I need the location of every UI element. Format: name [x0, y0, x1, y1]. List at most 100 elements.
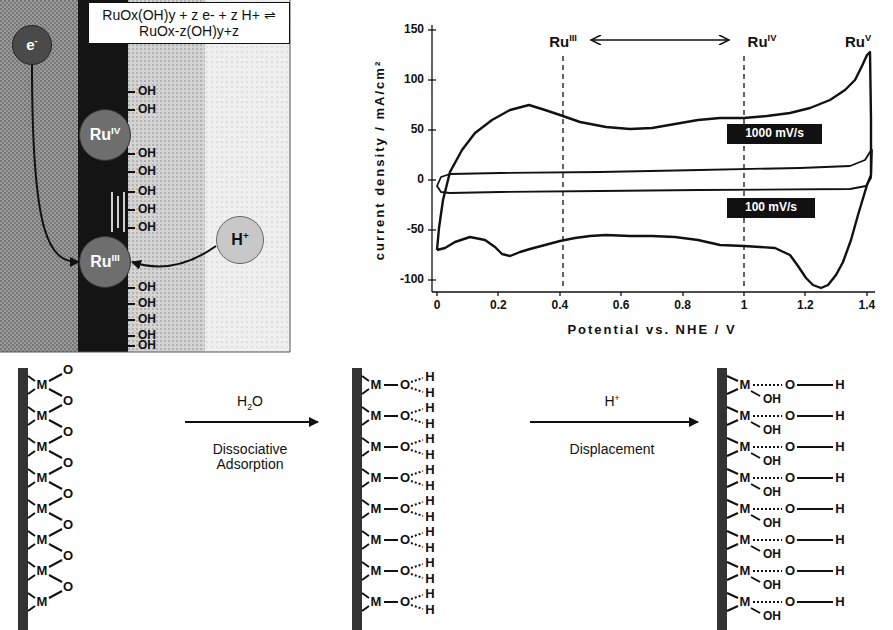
- axis-tick-label: 1.2: [797, 299, 814, 312]
- reaction-arrow: [530, 421, 698, 423]
- atom-label: O: [785, 471, 795, 485]
- atom-label: O: [63, 455, 73, 469]
- transfer-arrow: [32, 65, 79, 262]
- bond-line: [753, 601, 782, 603]
- reaction-arrow: [185, 421, 318, 423]
- bond-line: [49, 467, 62, 474]
- axis-tick-label: 0: [434, 299, 441, 312]
- species-circle: RuIV: [79, 109, 131, 161]
- bond-line: [727, 407, 738, 412]
- bond-line: [411, 605, 423, 609]
- bond-line: [28, 389, 35, 394]
- atom-label: M: [740, 409, 751, 423]
- bond-line: [411, 512, 423, 516]
- atom-label: H: [425, 541, 434, 555]
- bond-line: [411, 533, 423, 537]
- atom-label: H: [835, 409, 844, 423]
- atom-label: OH: [138, 339, 156, 352]
- axis-tick-label: 0: [417, 173, 424, 186]
- bond-line: [28, 407, 35, 412]
- charge-strokes: [112, 192, 124, 232]
- atom-label: O: [63, 424, 73, 438]
- atom-label: OH: [138, 165, 156, 178]
- bond-line: [384, 570, 398, 572]
- atom-label: O: [63, 362, 73, 376]
- axis-tick-label: 100: [404, 73, 424, 86]
- atom-label: H: [425, 510, 434, 524]
- bond-line: [411, 574, 423, 578]
- atom-label: O: [63, 579, 73, 593]
- atom-label: OH: [763, 579, 781, 592]
- axis-tick-label: -50: [407, 223, 424, 236]
- bond-line: [128, 153, 135, 155]
- rate-label-box: 100 mV/s: [727, 198, 815, 218]
- atom-label: O: [400, 533, 410, 547]
- atom-label: M: [371, 564, 382, 578]
- bond-line: [28, 562, 35, 567]
- bond-line: [28, 513, 35, 518]
- atom-label: H: [425, 370, 434, 384]
- bond-line: [797, 539, 833, 541]
- bond-line: [362, 407, 369, 412]
- bond-line: [727, 389, 738, 394]
- bond-line: [28, 482, 35, 487]
- bond-line: [28, 469, 35, 474]
- bond-line: [28, 606, 35, 611]
- bond-line: [28, 376, 35, 381]
- atom-label: OH: [763, 517, 781, 530]
- atom-label: M: [37, 409, 48, 423]
- atom-label: OH: [138, 313, 156, 326]
- atom-label: H: [835, 595, 844, 609]
- bond-line: [49, 389, 62, 396]
- atom-label: H: [425, 386, 434, 400]
- species-circle: RuIII: [79, 236, 131, 288]
- atom-label: M: [371, 533, 382, 547]
- bond-line: [128, 227, 135, 229]
- atom-label: OH: [138, 103, 156, 116]
- atom-label: OH: [138, 185, 156, 198]
- atom-label: O: [400, 409, 410, 423]
- bond-line: [362, 482, 369, 487]
- bond-line: [384, 477, 398, 479]
- step-label: H2O: [237, 394, 263, 409]
- oxide-layer: [78, 0, 128, 352]
- bond-line: [797, 415, 833, 417]
- oxidation-state-label: RuIII: [549, 34, 577, 51]
- bond-line: [49, 374, 62, 381]
- bond-line: [751, 422, 760, 427]
- bond-line: [753, 384, 782, 386]
- bond-line: [797, 384, 833, 386]
- bond-line: [411, 471, 423, 475]
- bond-line: [751, 577, 760, 582]
- bond-line: [49, 405, 62, 412]
- bond-line: [128, 303, 135, 305]
- electrolyte-near: [128, 0, 205, 352]
- atom-label: M: [37, 595, 48, 609]
- bond-line: [751, 484, 760, 489]
- bond-line: [384, 446, 398, 448]
- bond-line: [751, 608, 760, 613]
- axis-tick-label: 0.8: [674, 299, 691, 312]
- atom-label: OH: [138, 297, 156, 310]
- atom-label: O: [785, 595, 795, 609]
- panel-border: [290, 0, 291, 352]
- bond-line: [727, 469, 738, 474]
- atom-label: M: [371, 378, 382, 392]
- axis-tick-label: 0.4: [551, 299, 568, 312]
- atom-label: OH: [138, 221, 156, 234]
- bond-line: [128, 209, 135, 211]
- bond-line: [727, 500, 738, 505]
- atom-label: H: [425, 432, 434, 446]
- atom-label: H: [835, 471, 844, 485]
- atom-label: OH: [763, 486, 781, 499]
- node-text: 1000 mV/s: [745, 127, 804, 141]
- atom-label: M: [740, 502, 751, 516]
- bond-lines: [28, 92, 833, 613]
- chart-axes: [428, 25, 875, 296]
- bond-line: [49, 544, 62, 551]
- axis-tick-label: 150: [404, 23, 424, 36]
- bond-line: [49, 575, 62, 582]
- bond-line: [362, 500, 369, 505]
- oxidation-state-label: RuIV: [748, 34, 777, 51]
- atom-label: H: [425, 587, 434, 601]
